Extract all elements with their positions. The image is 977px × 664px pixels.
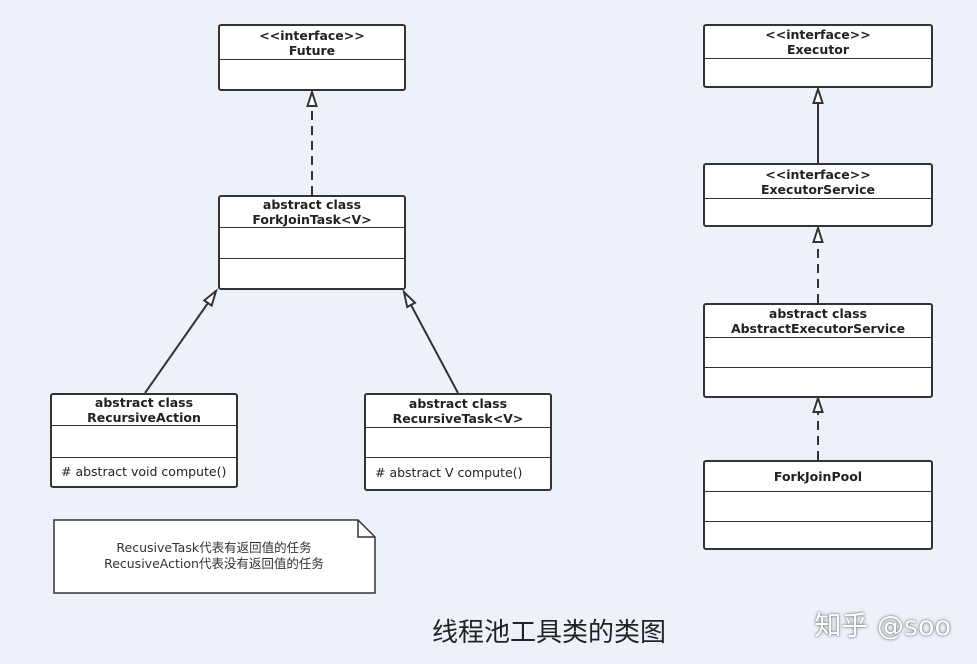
class-header: abstract class RecursiveAction [52, 395, 236, 425]
class-name: ForkJoinTask<V> [252, 212, 372, 227]
class-stereotype: abstract class [408, 396, 508, 411]
arrowhead-forkjointask-left [202, 288, 218, 308]
note: RecusiveTask代表有返回值的任务 RecusiveAction代表没有… [54, 520, 374, 592]
compartment-divider [705, 491, 931, 492]
arrowhead-executor [812, 85, 824, 104]
watermark: 知乎 @soo [814, 611, 951, 642]
class-name: ExecutorService [760, 181, 876, 197]
class-stereotype: <<interface>> [765, 166, 871, 182]
compartment-divider [705, 367, 931, 368]
class-stereotype: <<interface>> [259, 27, 365, 43]
note-shape [53, 519, 376, 594]
class-executor[interactable]: <<interface>> Executor [703, 24, 933, 88]
class-forkjointask[interactable]: abstract class ForkJoinTask<V> [218, 195, 406, 290]
compartment-divider [705, 198, 931, 199]
compartment-divider [366, 427, 550, 428]
class-name: Future [288, 42, 336, 58]
note-line: RecusiveAction代表没有返回值的任务 [104, 556, 324, 571]
compartment-divider [52, 425, 236, 426]
class-abstractexecutorservice[interactable]: abstract class AbstractExecutorService [703, 303, 933, 398]
class-name: Executor [786, 42, 850, 57]
class-recursiveaction[interactable]: abstract class RecursiveAction # abstrac… [50, 393, 238, 488]
class-stereotype: abstract class [94, 395, 194, 410]
arrowhead-future [306, 88, 318, 107]
compartment-divider [220, 227, 404, 228]
class-header: <<interface>> Future [220, 26, 404, 59]
class-name: ForkJoinPool [773, 469, 863, 484]
arrowhead-abstractexecutorservice [812, 394, 824, 413]
class-header: abstract class AbstractExecutorService [705, 305, 931, 337]
class-forkjoinpool[interactable]: ForkJoinPool [703, 460, 933, 550]
compartment-divider [705, 337, 931, 338]
edge-recursivetask-to-forkjointask [410, 304, 459, 394]
compartment-divider [220, 258, 404, 259]
class-executorservice[interactable]: <<interface>> ExecutorService [703, 163, 933, 227]
class-method: # abstract void compute() [61, 464, 227, 479]
class-stereotype: abstract class [262, 197, 362, 212]
arrowhead-executorservice [812, 224, 824, 243]
compartment-divider [705, 521, 931, 522]
class-header: ForkJoinPool [705, 462, 931, 491]
class-method: # abstract V compute() [375, 465, 523, 480]
note-line: RecusiveTask代表有返回值的任务 [116, 540, 312, 555]
class-stereotype: abstract class [768, 306, 868, 321]
diagram-caption: 线程池工具类的类图 [432, 618, 667, 648]
compartment-divider [705, 58, 931, 59]
arrowhead-forkjointask-right [402, 288, 417, 309]
class-recursivetask[interactable]: abstract class RecursiveTask<V> # abstra… [364, 393, 552, 491]
class-stereotype: <<interface>> [765, 27, 871, 42]
class-name: RecursiveAction [87, 410, 201, 425]
class-header: abstract class RecursiveTask<V> [366, 395, 550, 427]
class-name: AbstractExecutorService [730, 321, 906, 336]
compartment-divider [366, 457, 550, 458]
class-future[interactable]: <<interface>> Future [218, 24, 406, 91]
class-header: <<interface>> ExecutorService [705, 165, 931, 198]
class-header: <<interface>> Executor [705, 26, 931, 58]
compartment-divider [52, 457, 236, 458]
class-name: RecursiveTask<V> [392, 411, 524, 426]
edge-recursiveaction-to-forkjointask [144, 302, 209, 394]
class-header: abstract class ForkJoinTask<V> [220, 197, 404, 227]
compartment-divider [220, 59, 404, 60]
